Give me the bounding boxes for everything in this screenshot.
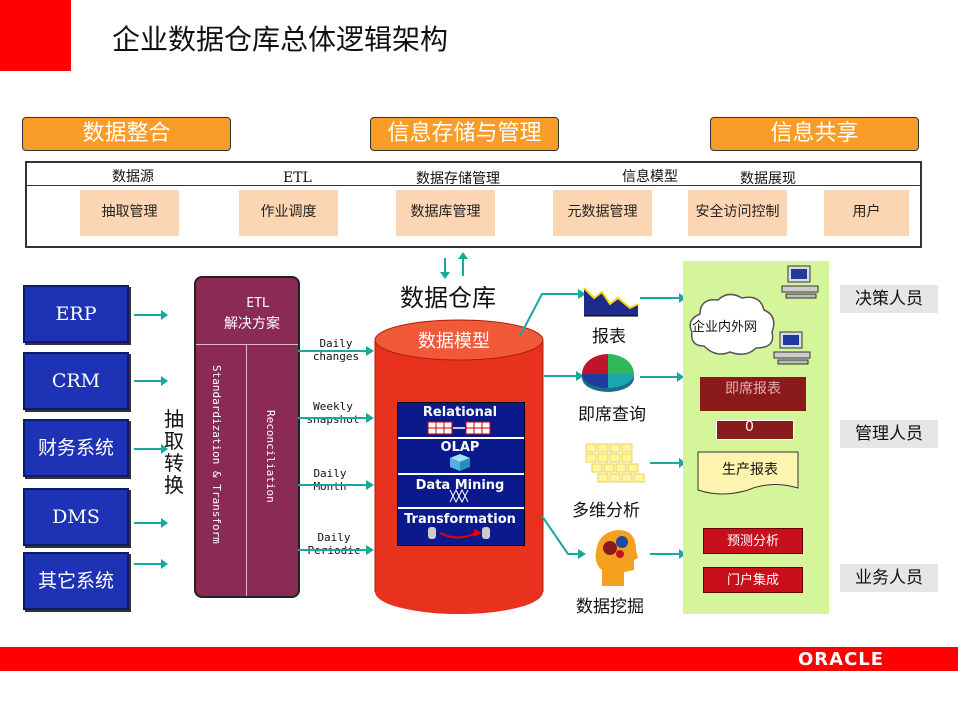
relational-table-icon [427,421,491,435]
tool-data-mining: 数据挖掘 [576,597,644,617]
layer-divider [398,473,524,475]
load-line1: Daily [313,467,347,480]
arrow-olap [650,458,686,468]
production-report-doc [697,451,799,495]
label-etl: ETL [283,170,312,186]
warehouse-layers [397,402,525,546]
adhoc-bar-glyph: 0 [745,419,754,435]
load-daily-changes: Daily changes [306,337,366,363]
load-line1: Daily [319,337,353,350]
computer-icon-bottom [773,331,811,365]
layer-relational: Relational [422,405,498,420]
tool-report: 报表 [592,327,626,347]
network-cloud-icon [689,293,775,355]
arrow-query [640,372,684,382]
load-line2: Month [313,480,347,493]
transform-icon [428,527,490,539]
box-users: 用户 [824,190,909,236]
arrow-other [134,559,168,569]
box-metadata-management: 元数据管理 [553,190,652,236]
load-line1: Weekly [313,400,353,413]
panel-divider [27,185,920,186]
load-weekly-snapshot: Weekly snapshot [302,400,364,426]
role-business: 业务人员 [840,564,938,592]
source-erp: ERP [23,285,129,343]
pie-chart-icon [582,354,634,392]
source-crm: CRM [23,352,129,410]
cloud-label: 企业内外网 [692,320,758,335]
process-panel [25,161,922,248]
etl-col-divider [246,344,247,596]
load-arrows [298,346,374,555]
arrow-mining [650,549,686,559]
layer-divider [398,437,524,439]
portal-box: 门户集成 [703,567,803,593]
box-security-access: 安全访问控制 [688,190,787,236]
computer-icon-top [781,265,819,299]
box-extract-management: 抽取管理 [80,190,179,236]
load-line2: snapshot [306,413,360,426]
label-data-presentation: 数据展现 [740,171,796,187]
arrow-erp [134,310,168,320]
header-storage-management: 信息存储与管理 [370,117,559,151]
label-storage-management: 数据存储管理 [416,171,500,187]
etl-divider [196,344,298,345]
layer-divider [398,507,524,509]
role-management: 管理人员 [840,420,938,448]
source-other: 其它系统 [23,552,129,610]
role-decision: 决策人员 [840,285,938,313]
arrow-report [640,293,686,303]
source-finance: 财务系统 [23,419,129,477]
tool-olap: 多维分析 [572,501,640,521]
page-title: 企业数据仓库总体逻辑架构 [112,23,449,56]
corner-accent [0,0,71,71]
sync-arrows [440,252,468,279]
header-data-integration: 数据整合 [22,117,231,151]
layer-data-mining: Data Mining [415,478,505,493]
olap-cube-icon [450,454,470,471]
cube-grid-icon [585,443,645,483]
footer-bar [0,647,958,671]
load-line1: Daily [317,531,351,544]
label-info-model: 信息模型 [622,169,678,185]
load-daily-month: Daily Month [300,467,360,493]
layer-olap: OLAP [440,440,480,455]
header-info-sharing: 信息共享 [710,117,919,151]
arrow-crm [134,376,168,386]
tool-adhoc-query: 即席查询 [578,405,646,425]
label-data-source: 数据源 [112,169,154,185]
production-report-label: 生产报表 [722,462,778,478]
etl-col-left: Standardization & Transform [210,365,223,544]
etl-block [194,276,300,598]
adhoc-report-window: 即席报表 [700,377,806,411]
etl-title-line1: ETL [246,296,270,311]
box-database-management: 数据库管理 [396,190,495,236]
mining-net-icon [449,488,469,504]
box-job-scheduling: 作业调度 [239,190,338,236]
etl-col-right: Reconciliation [264,410,277,503]
mining-head-icon [595,530,638,586]
etl-title-line2: 解决方案 [224,316,280,332]
report-chart-icon [583,287,639,317]
data-model-label: 数据模型 [418,331,490,352]
layer-transformation: Transformation [404,512,516,527]
load-line2: changes [312,350,360,363]
extract-transform-label: 抽取转换 [164,407,184,497]
source-dms: DMS [23,488,129,546]
arrow-dms [134,518,168,528]
tool-connectors [519,289,586,559]
oracle-logo: ORACLE [798,649,885,670]
warehouse-title: 数据仓库 [400,284,496,312]
adhoc-report-bar: 0 [716,419,794,440]
arrow-finance [134,444,168,454]
forecast-box: 预测分析 [703,528,803,554]
